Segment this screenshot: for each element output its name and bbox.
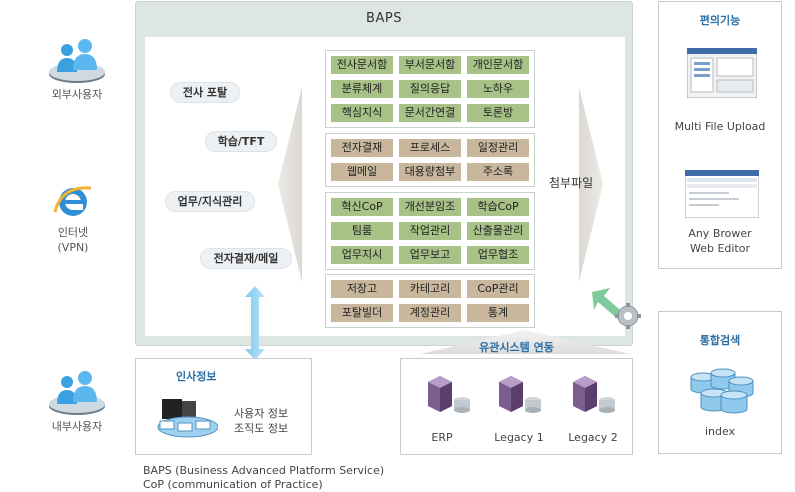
module-cell: 일정관리 <box>467 139 529 157</box>
footnote-baps: BAPS (Business Advanced Platform Service… <box>143 464 385 477</box>
linked-systems-title: 유관시스템 연동 <box>479 341 554 354</box>
module-cell: 핵심지식 <box>331 104 393 122</box>
hr-sync-arrow-icon <box>245 286 265 360</box>
module-cell: 분류체계 <box>331 80 393 98</box>
external-user: 외부사용자 <box>42 36 112 102</box>
index-label: index <box>704 425 736 438</box>
module-cell: 프로세스 <box>399 139 461 157</box>
database-cluster-icon <box>690 368 754 414</box>
integrated-search-title: 통합검색 <box>699 334 741 347</box>
module-cell: 혁신CoP <box>331 198 393 216</box>
admin-module-group: 저장고 카테고리 CoP관리 포탈빌더 계정관리 통계 <box>325 274 535 328</box>
web-editor-window-icon <box>685 170 759 218</box>
module-cell: 대용량첨부 <box>399 163 461 181</box>
module-cell: 질의응답 <box>399 80 461 98</box>
erp-server-icon <box>428 376 470 413</box>
module-cell: 카테고리 <box>399 280 461 298</box>
convenience-title: 편의기능 <box>699 14 741 27</box>
system-erp-label: ERP <box>431 431 453 444</box>
channel-work-knowledge: 업무/지식관리 <box>165 191 255 212</box>
system-legacy1-label: Legacy 1 <box>494 431 544 444</box>
multi-file-upload-label: Multi File Upload <box>674 120 766 133</box>
linked-systems-up-arrow <box>420 330 630 354</box>
module-cell: 전사문서함 <box>331 56 393 74</box>
module-cell: 개인문서함 <box>467 56 529 74</box>
module-cell: 계정관리 <box>399 304 461 322</box>
workflow-module-group: 전자결재 프로세스 일정관리 웹메일 대용량첨부 주소록 <box>325 133 535 187</box>
baps-platform-frame: BAPS 전사 포탈 학습/TFT 업무/지식관리 전자결재/메일 첨부파일 <box>135 1 633 346</box>
module-cell: 팀룸 <box>331 222 393 240</box>
left-chevron-shape <box>278 87 302 282</box>
module-cell: 개선분임조 <box>399 198 461 216</box>
collaboration-module-group: 혁신CoP 개선분임조 학습CoP 팀룸 작업관리 산출물관리 업무지시 업무보… <box>325 192 535 270</box>
convenience-panel: 편의기능 Multi File Upload Any Brower Web Ed… <box>658 1 782 269</box>
module-cell: 주소록 <box>467 163 529 181</box>
external-user-label: 외부사용자 <box>51 88 103 101</box>
internet-user: 인터넷 (VPN) <box>38 182 108 255</box>
integrated-search-panel: 통합검색 index <box>658 311 782 454</box>
hr-info-title: 인사정보 <box>176 370 217 383</box>
module-cell: 학습CoP <box>467 198 529 216</box>
user-group-icon <box>49 371 105 415</box>
channel-portal: 전사 포탈 <box>170 82 240 103</box>
system-legacy2-label: Legacy 2 <box>568 431 618 444</box>
right-chevron-shape <box>579 87 603 282</box>
footnote-cop: CoP (communication of Practice) <box>143 478 323 491</box>
internet-explorer-icon <box>53 186 92 216</box>
module-cell: 저장고 <box>331 280 393 298</box>
internal-user: 내부사용자 <box>42 368 112 434</box>
module-cell: CoP관리 <box>467 280 529 298</box>
module-cell: 업무협조 <box>467 246 529 264</box>
legacy1-server-icon <box>499 376 541 413</box>
channel-learning-tft: 학습/TFT <box>205 131 277 152</box>
hr-info-panel: 인사정보 사용자 정보 조직도 정보 <box>135 358 312 455</box>
module-cell: 통계 <box>467 304 529 322</box>
internal-user-label: 내부사용자 <box>51 420 103 433</box>
module-cell: 노하우 <box>467 80 529 98</box>
user-group-icon <box>49 39 105 83</box>
module-cell: 작업관리 <box>399 222 461 240</box>
module-cell: 웹메일 <box>331 163 393 181</box>
hr-info-lines: 사용자 정보 조직도 정보 <box>234 407 289 435</box>
module-cell: 업무보고 <box>399 246 461 264</box>
knowledge-module-group: 전사문서함 부서문서함 개인문서함 분류체계 질의응답 노하우 핵심지식 문서간… <box>325 50 535 128</box>
linked-systems-panel: 유관시스템 연동 ERP Legacy 1 Legacy 2 <box>400 341 633 455</box>
server-rack-icon <box>157 399 218 438</box>
file-upload-window-icon <box>687 48 757 98</box>
module-cell: 토론방 <box>467 104 529 122</box>
baps-title: BAPS <box>366 11 402 26</box>
baps-inner-area: 전사 포탈 학습/TFT 업무/지식관리 전자결재/메일 첨부파일 <box>145 37 625 336</box>
module-cell: 업무지시 <box>331 246 393 264</box>
module-cell: 문서간연결 <box>399 104 461 122</box>
module-cell: 산출물관리 <box>467 222 529 240</box>
channel-approval-mail: 전자결재/메일 <box>200 248 292 269</box>
gear-sync-icon <box>592 288 641 329</box>
attachment-label: 첨부파일 <box>549 176 594 190</box>
module-cell: 전자결재 <box>331 139 393 157</box>
module-cell: 부서문서함 <box>399 56 461 74</box>
web-editor-label: Any Brower Web Editor <box>688 227 752 255</box>
legacy2-server-icon <box>573 376 615 413</box>
module-cell: 포탈빌더 <box>331 304 393 322</box>
internet-user-label: 인터넷 (VPN) <box>57 226 89 254</box>
